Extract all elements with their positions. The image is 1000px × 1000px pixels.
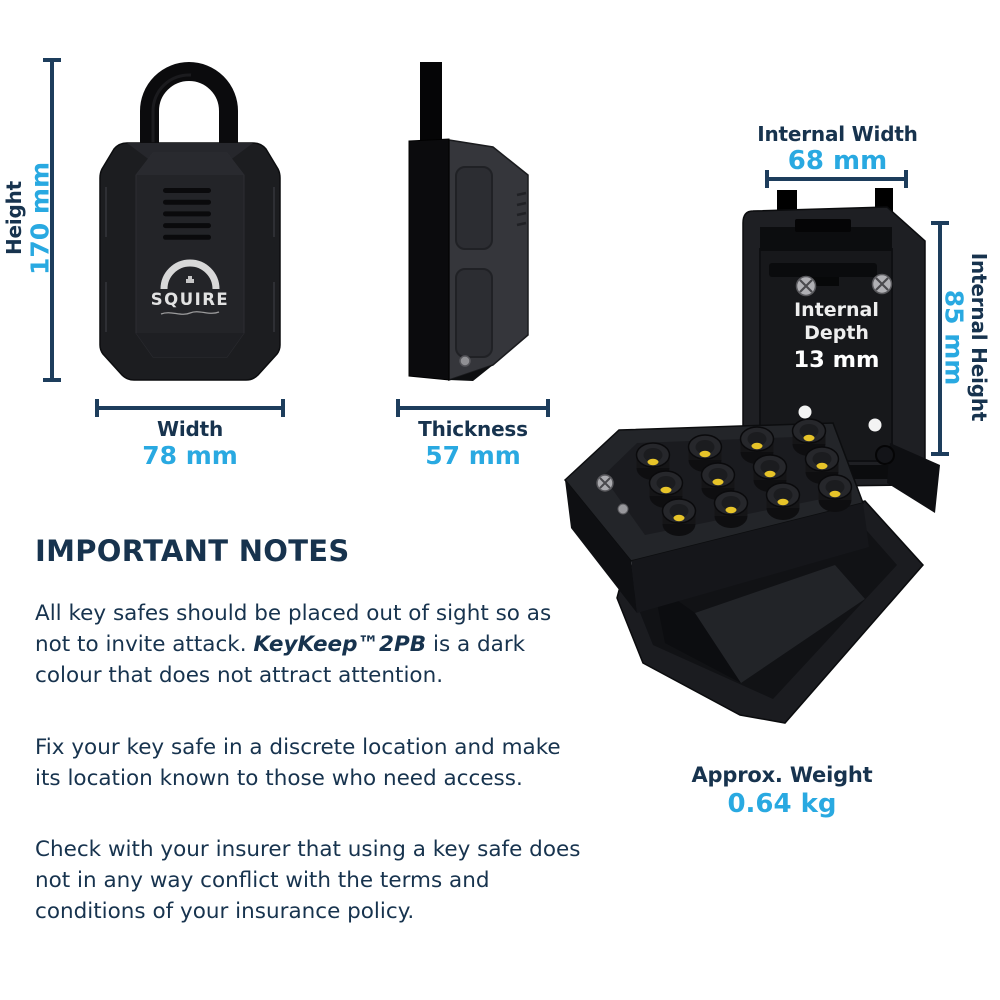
shackle-side [420,62,442,142]
notes-heading: IMPORTANT NOTES [35,534,350,568]
weight-value: 0.64 kg [727,789,837,819]
side-vent-ticks [516,191,527,227]
notes-paragraph-1: All key safes should be placed out of si… [35,598,583,692]
internal-height-dimension-line [931,221,949,456]
push-button-tray [563,418,869,613]
keysafe-open-view-image [563,188,940,724]
fixing-hole-left [798,405,812,419]
latch-tab [807,277,839,286]
side-screw [459,355,471,367]
internal-width-dimension-label: Internal Width [757,122,918,146]
shackle [140,62,238,157]
side-recess-lower [455,268,493,358]
internal-width-dimension-line [765,170,908,188]
phillips-screw-left [795,275,817,297]
product-name: KeyKeep™2PB [253,632,427,658]
thickness-dimension-label: Thickness [418,417,528,441]
width-dimension-value: 78 mm [142,441,238,470]
thickness-dimension-value: 57 mm [425,441,521,470]
height-dimension-line [43,58,61,382]
hinge [875,443,940,513]
cavity-shadow [653,583,741,683]
latch-clasp [795,219,851,232]
body-edge-seams [105,187,275,332]
latch-bar [769,263,877,277]
important-notes-section: IMPORTANT NOTES All key safes should be … [35,534,583,927]
width-dimension-label: Width [156,417,224,441]
height-dimension-value: 170 mm [25,162,55,275]
thickness-dimension-line [396,399,550,417]
cover-plate [695,565,865,683]
logo-arch [160,259,220,290]
front-panel-bottom-facet [136,333,244,357]
bottom-notch [449,365,493,381]
keysafe-side-view-image [408,62,529,382]
squire-logo: SQUIRE [151,259,229,315]
front-panel [135,152,245,358]
internal-depth-label: Internal Depth [794,299,879,344]
notes-paragraph-3: Check with your insurer that using a key… [35,836,581,925]
internal-width-dimension-value: 68 mm [787,146,888,176]
front-cover-side [408,138,450,381]
notes-paragraph-2: Fix your key safe in a discrete location… [35,734,561,791]
height-dimension-label: Height [2,180,26,256]
vent-slots [163,188,211,240]
keysafe-front-view-image: SQUIRE [99,62,281,381]
front-panel-top-facet [136,153,244,175]
para1-post: is a dark colour that does not attract a… [35,632,526,689]
logo-crest-icon [186,276,194,283]
tray-screws [596,474,629,515]
tray-skirt-front [631,503,869,613]
para1-pre: All key safes should be placed out of si… [35,601,552,658]
internal-depth-value: 13 mm [793,347,880,373]
shackle-highlight [151,73,192,153]
side-recess-upper [455,166,493,250]
width-dimension-line [95,399,285,417]
tray-skirt-left [565,480,637,613]
fixing-hole-right [868,418,882,432]
logo-tagline-script [160,311,220,315]
internal-height-dimension-label: Internal Height [967,252,991,422]
brand-text: SQUIRE [151,290,229,309]
weight-label: Approx. Weight [691,763,873,787]
phillips-screw-right [871,273,893,295]
